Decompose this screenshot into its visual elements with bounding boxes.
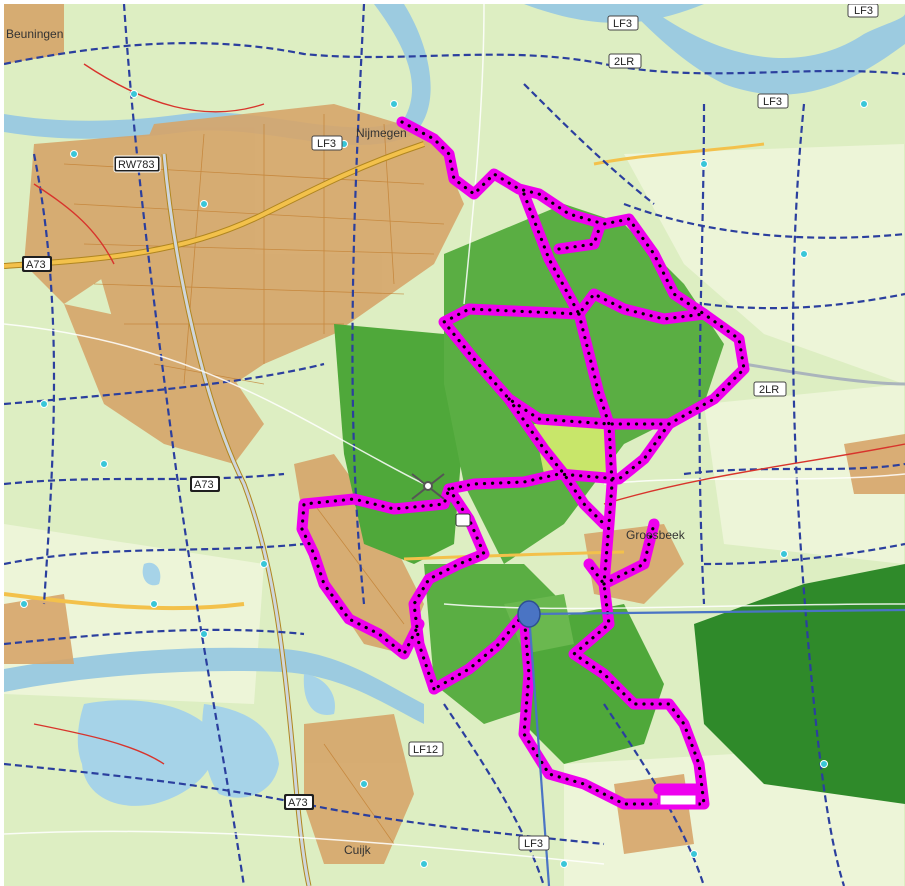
road-labels: LF3 LF3 LF3 LF3 2LR LF3 RW783 (22, 4, 879, 851)
svg-text:LF3: LF3 (854, 5, 873, 17)
svg-text:A73: A73 (194, 479, 214, 491)
label-lf3-center: LF3 (311, 135, 343, 151)
maas-river (4, 562, 424, 806)
svg-text:2LR: 2LR (759, 384, 779, 396)
svg-text:LF12: LF12 (413, 744, 438, 756)
label-a73-mid: A73 (190, 476, 220, 492)
motorways (4, 141, 905, 886)
label-lf3-right: LF3 (757, 93, 789, 109)
svg-text:A73: A73 (288, 797, 308, 809)
label-2lr-right: 2LR (753, 381, 787, 397)
airfield-icon (411, 473, 445, 500)
place-beuningen: Beuningen (6, 27, 63, 41)
cycling-map[interactable]: Beuningen Nijmegen Groesbeek Cuijk LF3 L… (4, 4, 905, 886)
highlighted-route (296, 116, 750, 810)
cycle-network (4, 4, 905, 886)
label-a73-bottom: A73 (284, 794, 314, 810)
svg-text:LF3: LF3 (317, 138, 336, 150)
label-2lr-top: 2LR (608, 53, 642, 69)
place-nijmegen: Nijmegen (356, 126, 407, 140)
place-groesbeek: Groesbeek (626, 528, 686, 542)
svg-text:2LR: 2LR (614, 56, 634, 68)
pointer-dot[interactable] (517, 600, 541, 628)
label-lf12: LF12 (408, 741, 444, 757)
pointer-line-right (528, 608, 905, 616)
red-roads (33, 63, 905, 765)
svg-text:LF3: LF3 (613, 18, 632, 30)
svg-text:A73: A73 (26, 259, 46, 271)
label-lf3-top-mid: LF3 (607, 15, 639, 31)
label-lf3-top-right: LF3 (847, 4, 879, 18)
label-a73-left: A73 (22, 256, 52, 272)
label-lf3-bottom: LF3 (518, 835, 550, 851)
svg-text:LF3: LF3 (763, 96, 782, 108)
place-cuijk: Cuijk (344, 843, 372, 857)
minor-roads (4, 4, 905, 865)
svg-text:LF3: LF3 (524, 838, 543, 850)
network-nodes (20, 90, 868, 868)
svg-text:RW783: RW783 (118, 159, 154, 171)
label-rw783: RW783 (113, 155, 161, 173)
info-sign-icon (455, 513, 471, 527)
